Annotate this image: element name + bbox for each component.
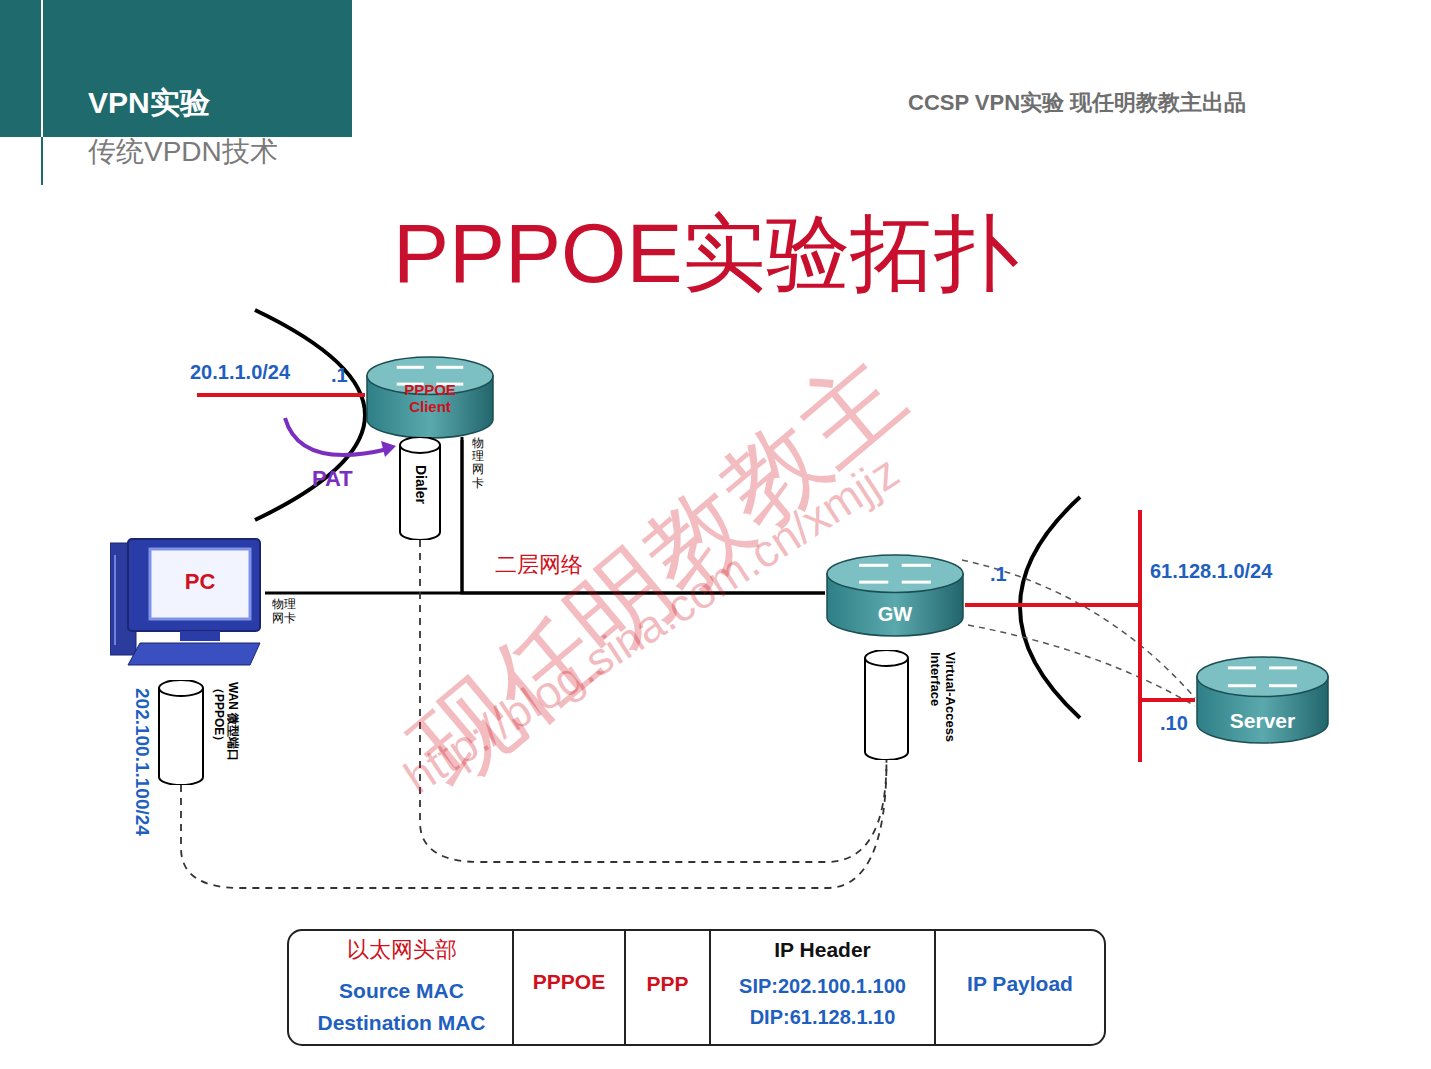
interface-node: Virtual-Access Interface xyxy=(863,650,910,760)
nic-label: 物理网卡 xyxy=(472,437,484,490)
table-cell: Source MAC xyxy=(290,979,513,1003)
device-node: GW xyxy=(825,553,965,638)
link-connector xyxy=(965,605,1195,700)
interface-address: .1 xyxy=(990,563,1007,586)
header-rule xyxy=(41,0,43,137)
interface-cylinder xyxy=(863,650,910,760)
table-cell: DIP:61.128.1.10 xyxy=(710,1006,935,1029)
subnet-label: 20.1.1.0/24 xyxy=(190,361,290,384)
node-name: PPPOE Client xyxy=(395,381,465,416)
table-divider xyxy=(624,930,626,1045)
header-rule xyxy=(41,0,43,185)
device-node: Server xyxy=(1195,655,1330,745)
server-address: .10 xyxy=(1160,712,1188,735)
pc-address: 202.100.1.100/24 xyxy=(131,688,153,836)
table-cell: PPP xyxy=(625,972,710,996)
outside-arc xyxy=(1020,497,1080,718)
table-cell: PPPOE xyxy=(513,970,625,994)
inside-arc xyxy=(255,310,365,520)
interface-cylinder xyxy=(157,680,205,785)
interface-name: Dialer xyxy=(413,465,429,525)
router-icon xyxy=(825,553,965,638)
device-node: PC xyxy=(110,535,265,670)
frame-table xyxy=(288,930,1105,1045)
lan-line xyxy=(197,393,365,397)
course-credit: CCSP VPN实验 现任明教教主出品 xyxy=(908,90,1246,115)
pat-arrowhead xyxy=(381,441,396,457)
table-cell: IP Payload xyxy=(935,972,1105,996)
interface-address: .1 xyxy=(331,364,348,387)
header-band xyxy=(0,0,352,137)
pc-icon xyxy=(110,535,265,670)
table-cell: Destination MAC xyxy=(290,1011,513,1035)
node-name: Server xyxy=(1205,709,1320,733)
interface-node: Dialer xyxy=(398,437,442,540)
section-title: VPN实验 xyxy=(88,86,210,121)
interface-node: WAN 微型端口 （PPPOE） xyxy=(157,680,205,785)
table-divider xyxy=(934,930,936,1045)
table-divider xyxy=(512,930,514,1045)
interface-name: WAN 微型端口 （PPPOE） xyxy=(211,682,239,786)
tunnel-dash xyxy=(968,625,1195,706)
section-subtitle: 传统VPDN技术 xyxy=(88,136,278,168)
device-node: PPPOE Client xyxy=(365,355,495,440)
diagram-title: PPPOE实验拓扑 xyxy=(393,205,1018,302)
nic-label: 物理网卡 xyxy=(272,598,300,626)
interface-name: Virtual-Access Interface xyxy=(927,652,957,764)
table-cell: IP Header xyxy=(710,938,935,962)
table-divider xyxy=(709,930,711,1045)
tunnel-connector xyxy=(181,760,887,888)
subnet-label: 61.128.1.0/24 xyxy=(1150,560,1272,583)
table-cell: SIP:202.100.1.100 xyxy=(710,975,935,998)
node-name: GW xyxy=(845,603,945,626)
edge-label: 二层网络 xyxy=(495,552,583,577)
table-cell: 以太网头部 xyxy=(290,937,513,962)
node-name: PC xyxy=(150,569,250,594)
pat-label: PAT xyxy=(312,466,353,491)
